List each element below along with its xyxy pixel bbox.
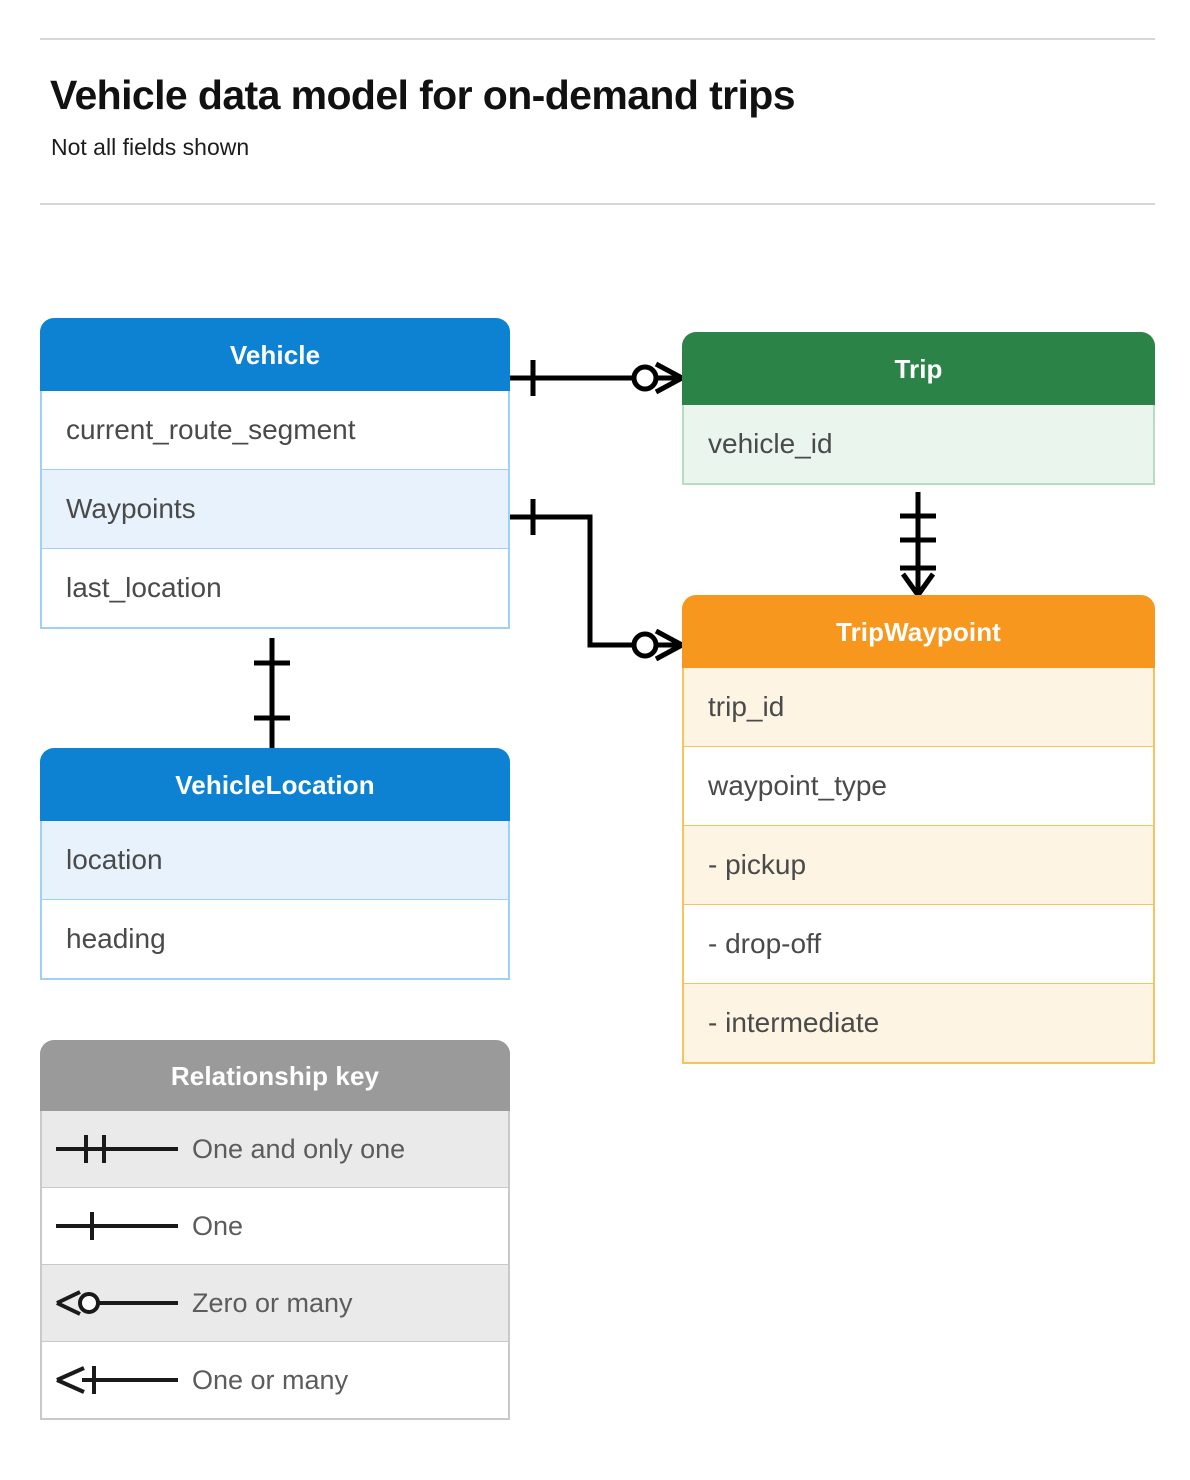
field-row-waypoint-type[interactable]: waypoint_type <box>682 747 1155 827</box>
field-row-vehicle-id[interactable]: vehicle_id <box>682 405 1155 485</box>
entity-trip-title: Trip <box>682 332 1155 406</box>
field-row-trip-id[interactable]: trip_id <box>682 668 1155 748</box>
field-row-intermediate[interactable]: - intermediate <box>682 984 1155 1064</box>
field-row-heading[interactable]: heading <box>40 900 510 980</box>
page-title: Vehicle data model for on-demand trips <box>50 72 796 118</box>
zero-or-many-symbol-icon <box>42 1265 192 1341</box>
field-row-pickup[interactable]: - pickup <box>682 826 1155 906</box>
legend-item-one-or-many[interactable]: One or many <box>40 1342 510 1420</box>
legend-label-one-and-only-one: One and only one <box>192 1133 406 1164</box>
legend-label-one: One <box>192 1210 244 1241</box>
field-row-waypoints[interactable]: Waypoints <box>40 470 510 550</box>
one-or-many-symbol-icon <box>42 1342 192 1418</box>
one-and-only-one-symbol-icon <box>42 1111 192 1187</box>
entity-vehicle-location[interactable]: VehicleLocation location heading <box>40 748 510 980</box>
legend-item-one[interactable]: One <box>40 1188 510 1266</box>
relationship-key-legend[interactable]: Relationship key One and only one <box>40 1040 510 1420</box>
field-row-last-location[interactable]: last_location <box>40 549 510 629</box>
connector-trip-to-tripwaypoint <box>900 492 936 597</box>
field-row-location[interactable]: location <box>40 821 510 901</box>
entity-vehicle[interactable]: Vehicle current_route_segment Waypoints … <box>40 318 510 629</box>
entity-trip[interactable]: Trip vehicle_id <box>682 332 1155 485</box>
page-subtitle: Not all fields shown <box>51 134 250 160</box>
connector-waypoints-to-tripwaypoint <box>510 499 684 662</box>
entity-vehicle-title: Vehicle <box>40 318 510 392</box>
connector-vehicle-to-vehiclelocation <box>254 638 290 748</box>
header-divider-bottom <box>40 203 1155 205</box>
field-row-current-route-segment[interactable]: current_route_segment <box>40 391 510 471</box>
field-row-drop-off[interactable]: - drop-off <box>682 905 1155 985</box>
legend-item-zero-or-many[interactable]: Zero or many <box>40 1265 510 1343</box>
header-divider-top <box>40 38 1155 40</box>
legend-label-zero-or-many: Zero or many <box>192 1287 353 1318</box>
legend-item-one-and-only-one[interactable]: One and only one <box>40 1111 510 1189</box>
entity-tripwaypoint[interactable]: TripWaypoint trip_id waypoint_type - pic… <box>682 595 1155 1064</box>
entity-tripwaypoint-title: TripWaypoint <box>682 595 1155 669</box>
legend-label-one-or-many: One or many <box>192 1364 349 1395</box>
connector-vehicle-to-trip <box>508 360 684 396</box>
one-symbol-icon <box>42 1188 192 1264</box>
legend-title: Relationship key <box>40 1040 510 1112</box>
entity-vehicle-location-title: VehicleLocation <box>40 748 510 822</box>
